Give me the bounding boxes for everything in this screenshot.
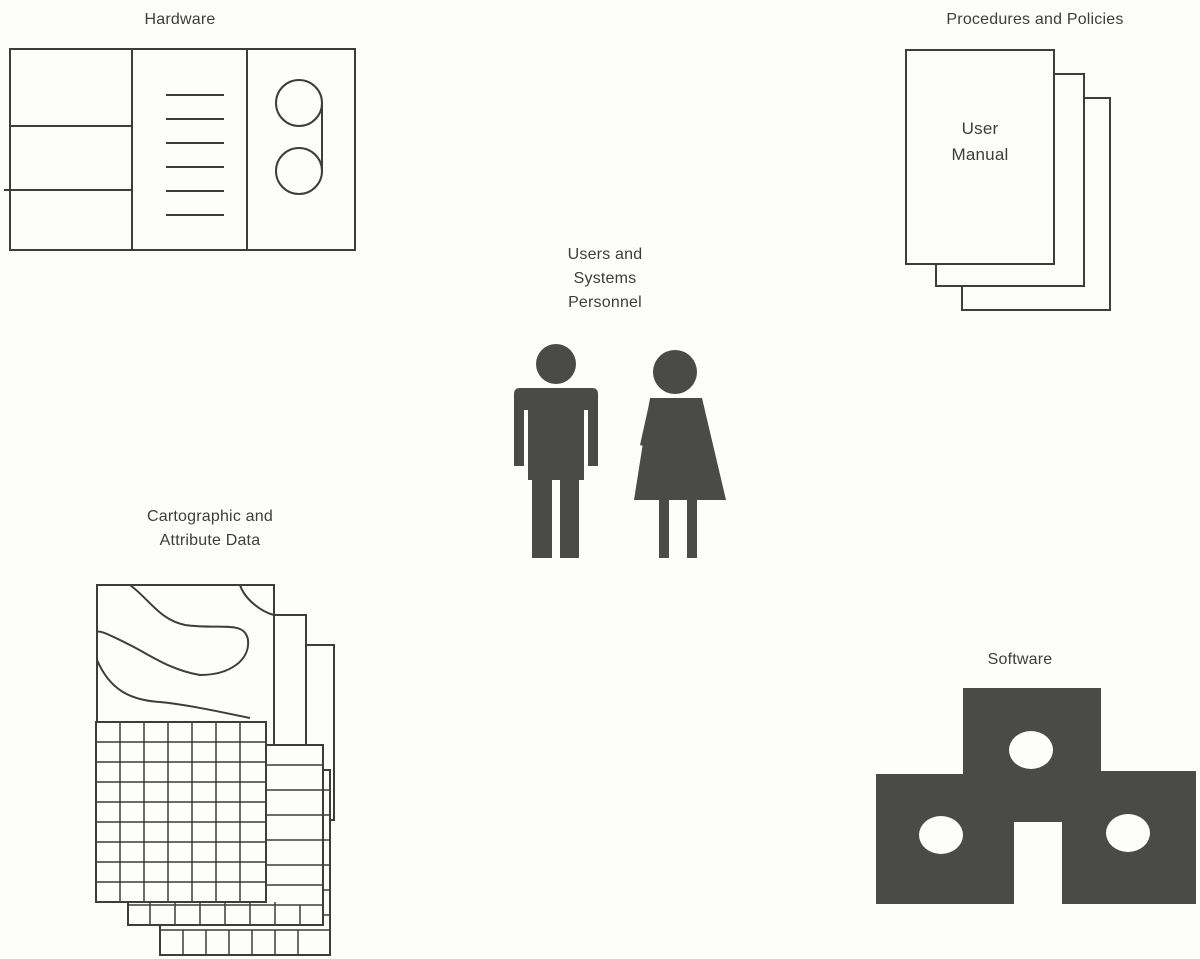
software-hole-left: [919, 816, 963, 854]
software-hole-right: [1106, 814, 1150, 852]
software-hole-top: [1009, 731, 1053, 769]
software-block: [876, 688, 1196, 904]
